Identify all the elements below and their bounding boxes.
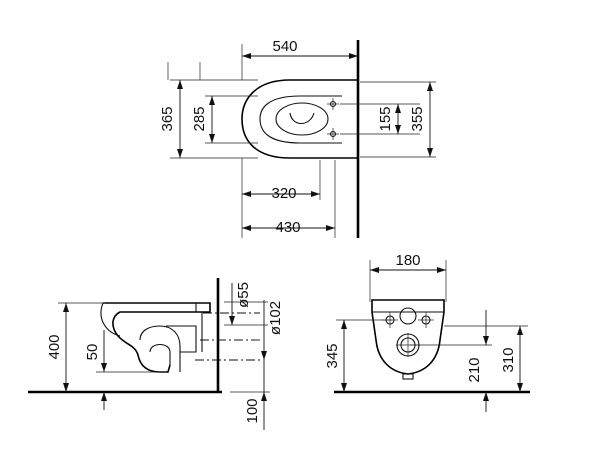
bowl-opening [275, 102, 329, 136]
pipe-55-label: ø55 [235, 282, 252, 308]
top-view: 540 320 430 365 285 [159, 38, 436, 238]
dim-285-label: 285 [191, 106, 208, 131]
dim-355-label: 355 [409, 106, 426, 131]
bowl-drain [289, 112, 315, 125]
side-view: ø55 ø102 400 50 100 [28, 278, 284, 430]
fixing-holes [327, 98, 339, 140]
dim-100-label: 100 [244, 398, 261, 423]
outlet-pipe [166, 325, 197, 353]
rear-inlet [399, 307, 417, 325]
dim-310-label: 310 [500, 347, 517, 372]
dim-50-label: 50 [84, 344, 101, 361]
pipe-102-label: ø102 [267, 301, 284, 335]
bowl-seat-side [100, 302, 121, 337]
bowl-profile [103, 302, 211, 373]
rear-view: 180 345 210 310 [324, 252, 530, 412]
dim-320-label: 320 [271, 185, 296, 202]
seat-inner [259, 95, 342, 144]
trap [139, 325, 181, 372]
dim-400-label: 400 [46, 334, 63, 359]
dim-345-label: 345 [324, 343, 341, 368]
dim-365-label: 365 [159, 106, 176, 131]
bowl-outline [241, 79, 358, 159]
dim-180-label: 180 [395, 252, 420, 269]
dim-540-label: 540 [272, 38, 297, 55]
dim-430-label: 430 [275, 219, 300, 236]
dim-210-label: 210 [466, 357, 483, 382]
dim-155-label: 155 [377, 106, 394, 131]
